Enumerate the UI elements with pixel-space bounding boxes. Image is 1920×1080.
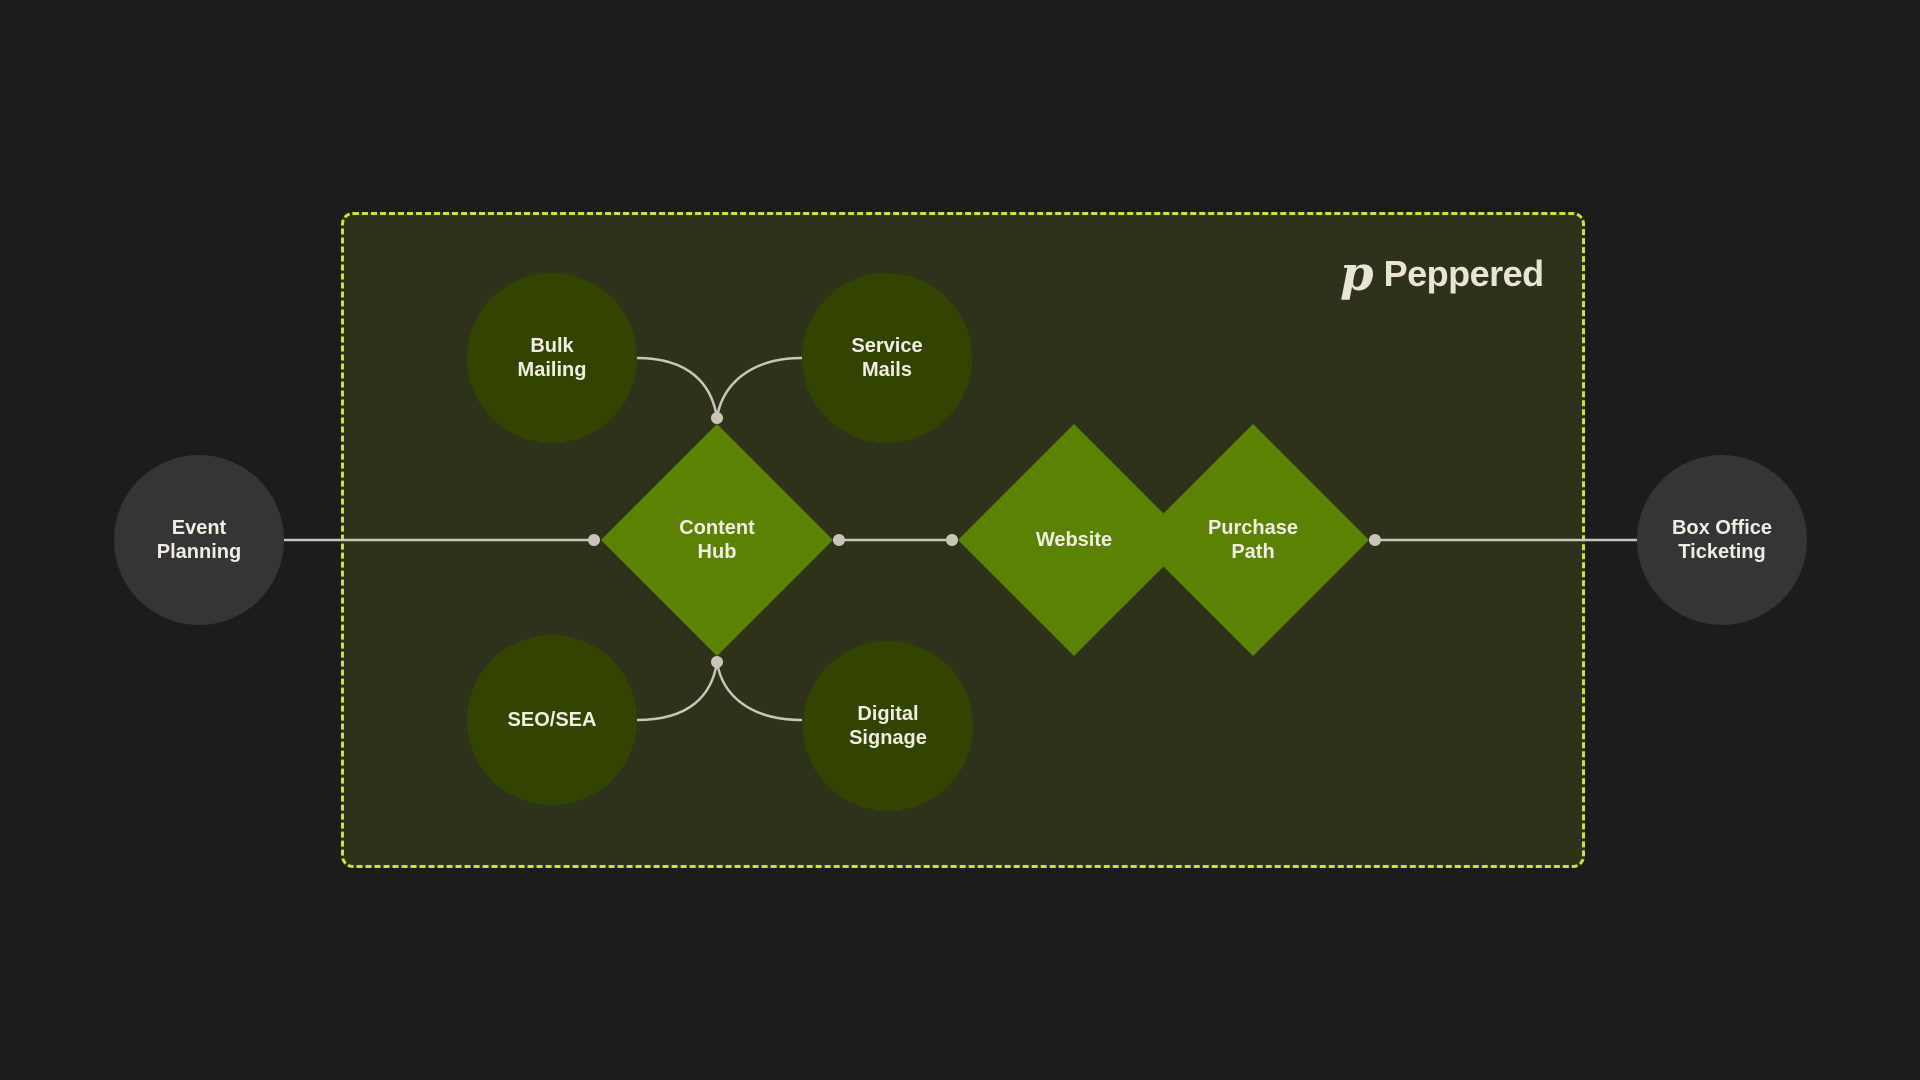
- node-label: Path: [1231, 541, 1275, 563]
- node-purchase-path: Purchase Path: [1137, 424, 1369, 656]
- peppered-logo-text: Peppered: [1383, 253, 1545, 294]
- node-label: Mails: [861, 359, 912, 381]
- node-label: Content: [679, 517, 755, 539]
- node-digital-signage: Digital Signage: [803, 641, 973, 811]
- node-label: Hub: [697, 541, 737, 563]
- node-label: Website: [1035, 529, 1113, 551]
- node-event-planning: Event Planning: [114, 455, 284, 625]
- node-label: Digital: [857, 703, 919, 725]
- node-label: SEO/SEA: [507, 709, 597, 731]
- node-service-mails: Service Mails: [802, 273, 972, 443]
- node-label: Mailing: [517, 359, 587, 381]
- node-label: Service: [851, 335, 923, 357]
- node-content-hub: Content Hub: [601, 424, 833, 656]
- node-label: Signage: [849, 727, 927, 749]
- node-label: Planning: [156, 541, 242, 563]
- node-label: Ticketing: [1678, 541, 1766, 563]
- peppered-logo: p Peppered: [1340, 250, 1544, 298]
- node-box-office-ticketing: Box Office Ticketing: [1637, 455, 1807, 625]
- peppered-logo-mark: p: [1340, 246, 1374, 302]
- node-label: Bulk: [530, 335, 574, 357]
- node-website: Website: [958, 424, 1190, 656]
- node-seo-sea: SEO/SEA: [467, 635, 637, 805]
- node-label: Box Office: [1671, 517, 1773, 539]
- node-bulk-mailing: Bulk Mailing: [467, 273, 637, 443]
- node-label: Purchase: [1207, 517, 1299, 539]
- node-label: Event: [171, 517, 227, 539]
